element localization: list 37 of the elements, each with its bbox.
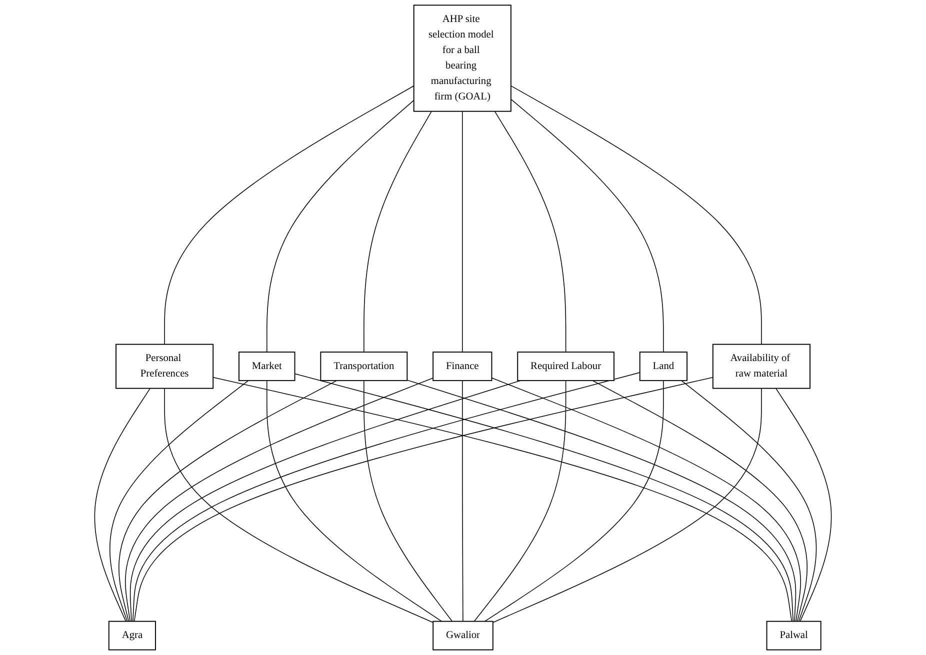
connector [510,98,664,352]
connector [406,380,796,622]
node-box: Finance [432,352,492,382]
node-box: Personal Preferences [116,344,214,389]
connector [212,376,792,622]
connector [364,380,453,622]
connector [266,380,442,622]
node-box: Agra [108,620,156,650]
connector [125,378,434,622]
connector [118,380,338,622]
connector [494,110,566,352]
connector [164,388,434,623]
connector [110,380,249,622]
connector [484,380,664,622]
node-box: Market [238,352,296,382]
connector [94,388,151,622]
connector [462,110,463,352]
connector [364,110,432,352]
connector [266,100,414,352]
connector [130,380,521,622]
node-box: AHP site selection model for a ball bearing manufacturing firm (GOAL) [413,4,512,112]
connector [462,380,464,622]
node-box: Transportation [320,352,408,382]
connector [592,380,808,622]
connector [164,86,414,345]
node-box: Land [639,352,688,382]
connector [474,380,566,622]
node-box: Gwalior [432,620,494,650]
node-box: Palwal [766,620,822,650]
node-box: Availability of raw material [712,344,810,389]
connector [294,373,794,622]
connector [492,388,762,623]
node-box: Required Labour [517,352,614,382]
connector [775,388,832,622]
connector [681,380,817,622]
connector [510,85,762,345]
connector [491,378,801,622]
